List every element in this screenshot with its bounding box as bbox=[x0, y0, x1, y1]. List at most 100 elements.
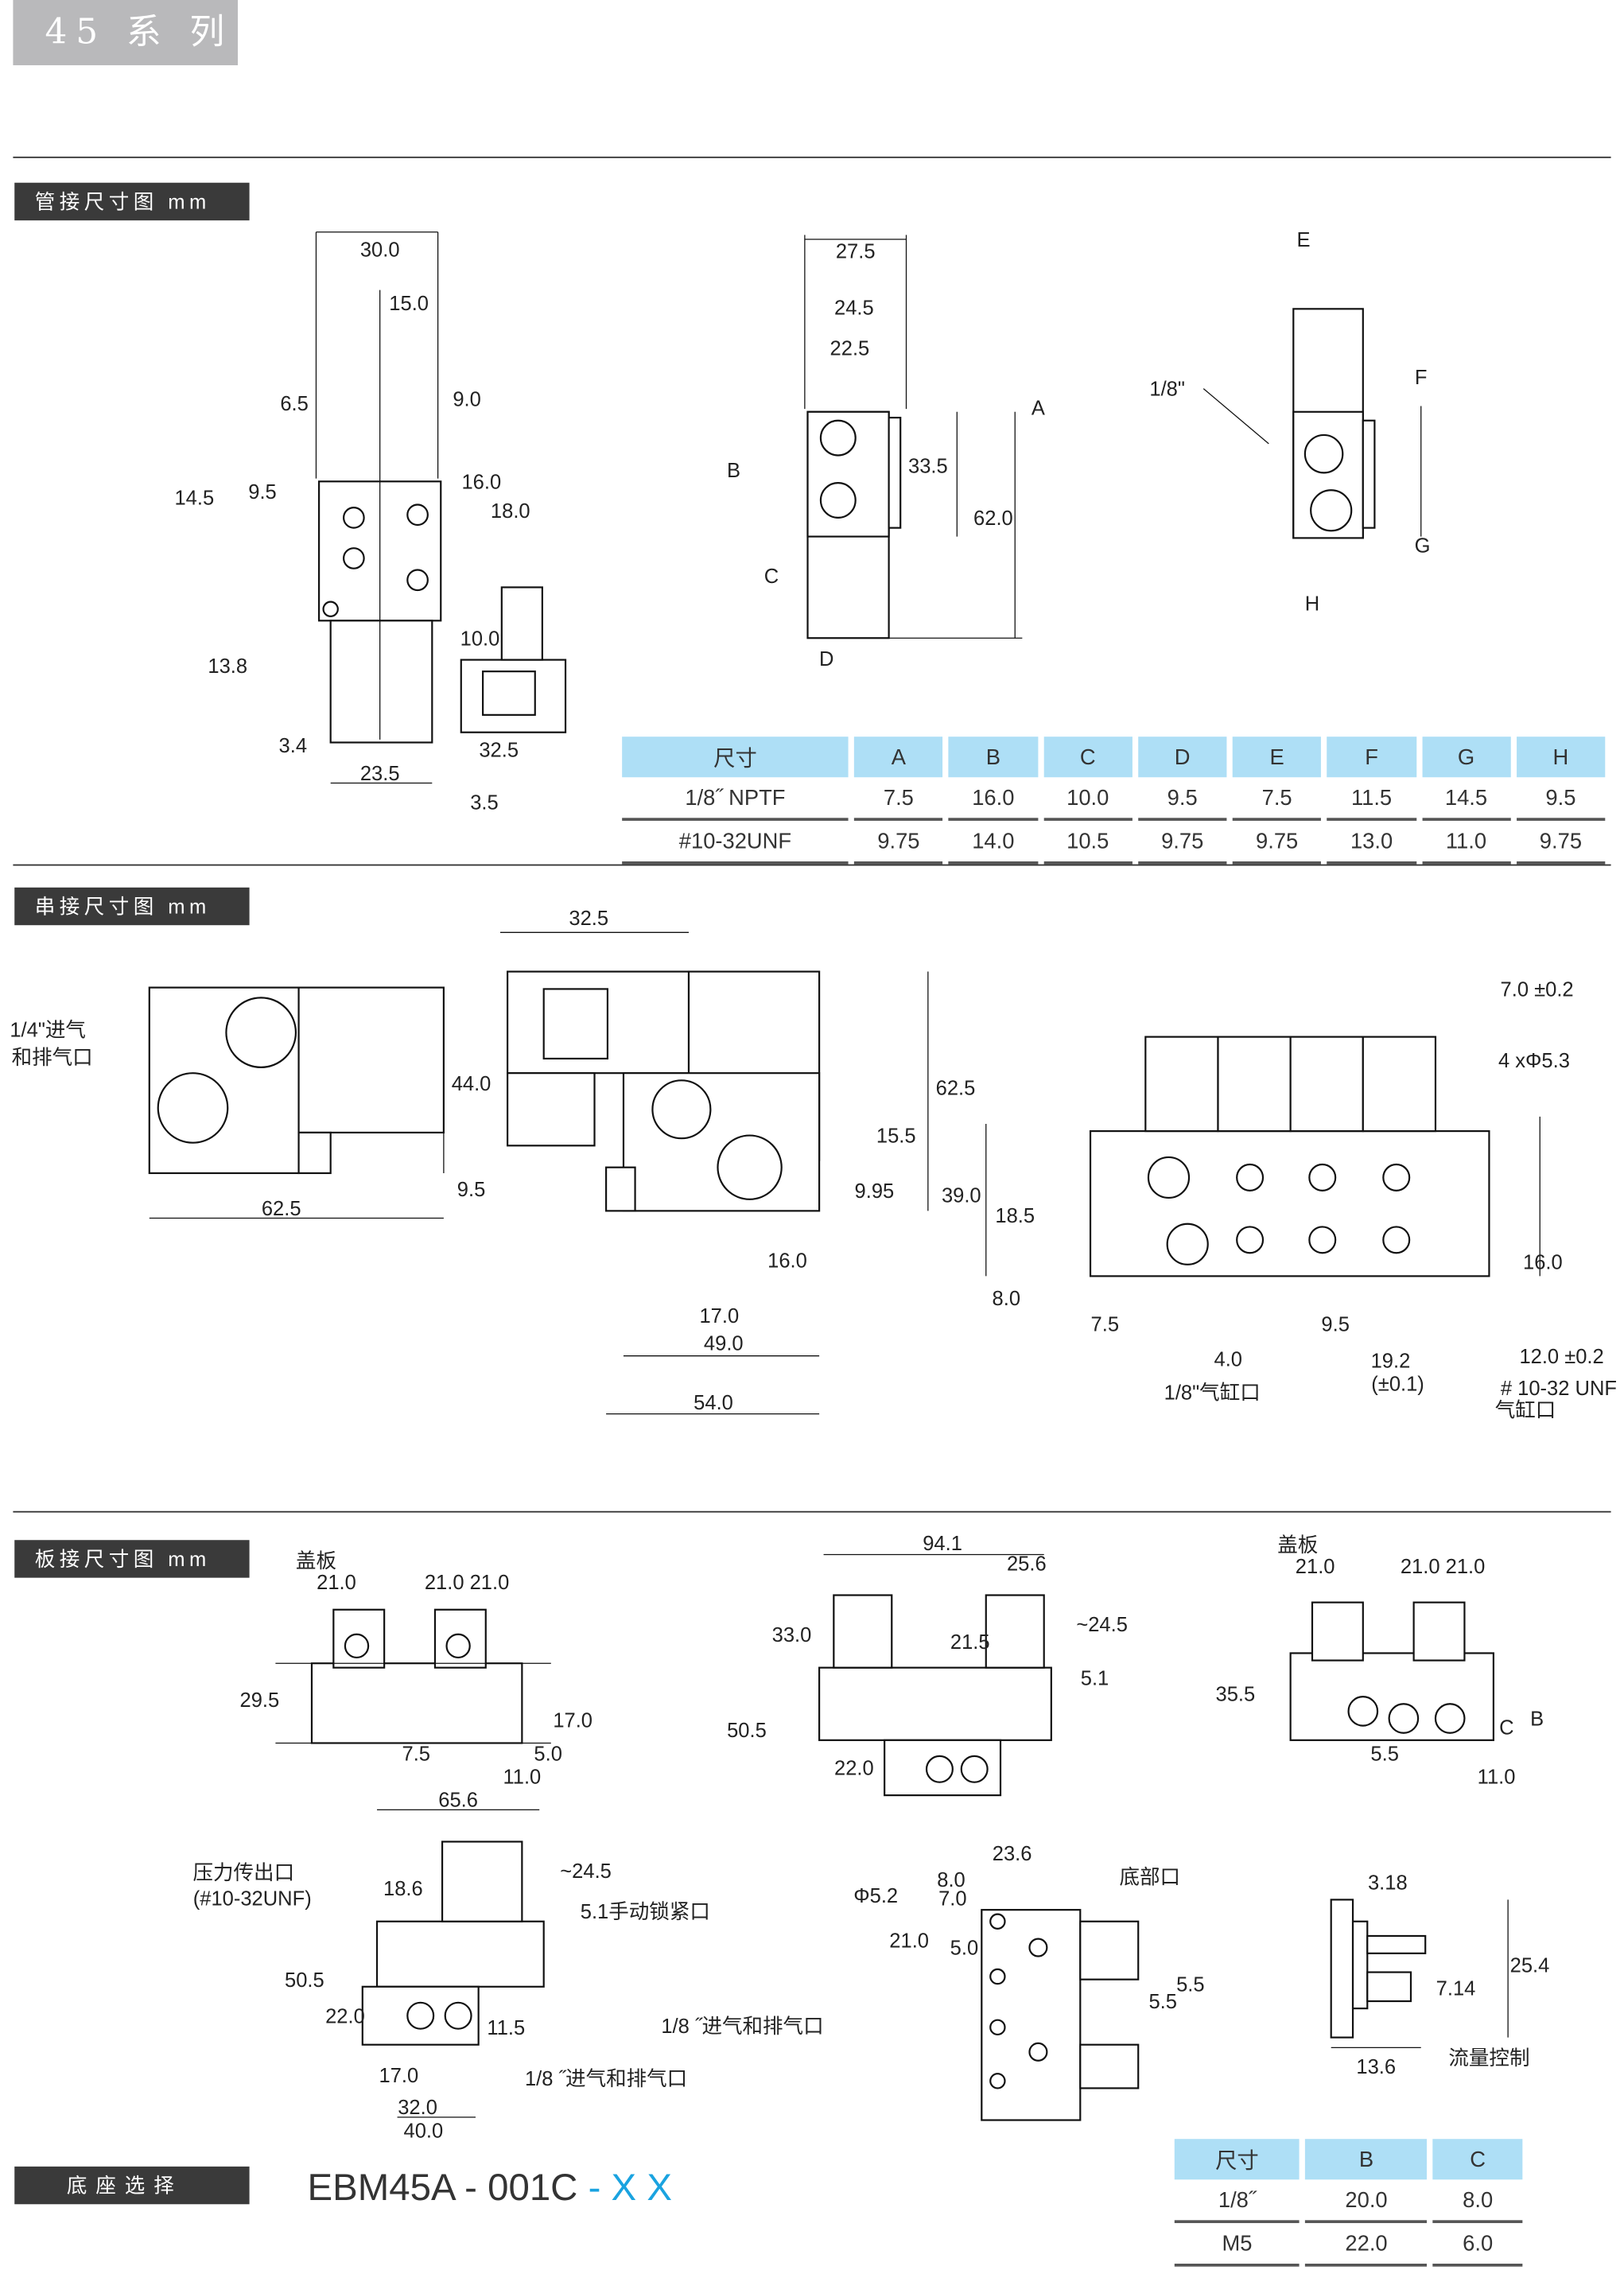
dimension-label: 62.5 bbox=[935, 1075, 976, 1099]
dimension-label: 5.1 bbox=[1080, 1666, 1109, 1690]
table-cell: 9.5 bbox=[1516, 777, 1606, 821]
dimension-label: 4 xΦ5.3 bbox=[1498, 1048, 1570, 1072]
dimension-label: 15.0 bbox=[389, 291, 429, 315]
table-header: G bbox=[1421, 737, 1511, 778]
dimension-label: 62.0 bbox=[973, 506, 1013, 530]
dimension-label: 30.0 bbox=[359, 238, 400, 262]
series-title: 45 系 列 bbox=[13, 0, 239, 66]
dimension-label: 5.1手动锁紧口 bbox=[580, 1899, 710, 1923]
dimension-label: 25.6 bbox=[1006, 1551, 1047, 1575]
table-cell: M5 bbox=[1174, 2223, 1300, 2267]
dimension-label: 16.0 bbox=[767, 1248, 807, 1272]
dimension-label: 盖板 bbox=[1277, 1533, 1319, 1557]
dimension-label: (#10-32UNF) bbox=[192, 1886, 312, 1911]
dimension-label: 5.0 bbox=[950, 1935, 979, 1960]
section-inline-dimensions: 串接尺寸图 mm bbox=[14, 887, 250, 926]
dimension-label: 17.0 bbox=[553, 1708, 593, 1732]
dimension-label: 1/8"气缸口 bbox=[1164, 1380, 1261, 1404]
dimension-label: 11.0 bbox=[1477, 1764, 1516, 1789]
table-cell: 9.5 bbox=[1137, 777, 1227, 821]
dimension-label: 7.5 bbox=[1090, 1312, 1120, 1336]
dimension-label: 33.5 bbox=[908, 453, 948, 477]
dimension-label: 5.5 bbox=[1176, 1972, 1205, 1996]
dimension-label: 15.5 bbox=[876, 1123, 916, 1148]
dimension-label: Φ5.2 bbox=[853, 1883, 899, 1907]
plate-view-bottom bbox=[981, 1909, 1140, 2121]
dimension-label: 29.5 bbox=[239, 1688, 280, 1712]
dimension-label: 7.5 bbox=[402, 1741, 431, 1765]
dimension-label: 19.2 bbox=[1370, 1348, 1411, 1372]
valve-front-view bbox=[315, 231, 567, 784]
dimension-label: 35.5 bbox=[1215, 1681, 1256, 1706]
dimension-label: A bbox=[1031, 395, 1045, 419]
dimension-label: 14.5 bbox=[174, 485, 215, 509]
dimension-label: 8.0 bbox=[937, 1868, 965, 1891]
dimension-label: 6.5 bbox=[280, 391, 309, 415]
dimension-label: 1/8 ˝进气和排气口 bbox=[661, 2014, 824, 2038]
table-header: A bbox=[854, 737, 943, 778]
dimension-label: 44.0 bbox=[451, 1071, 491, 1095]
dimension-label: 9.5 bbox=[248, 480, 277, 503]
dimension-label: 7.14 bbox=[1436, 1977, 1476, 2000]
table-cell: #10-32UNF bbox=[622, 821, 849, 865]
table-cell: 10.5 bbox=[1043, 821, 1133, 865]
table-cell: 7.5 bbox=[1232, 777, 1322, 821]
table-cell: 16.0 bbox=[948, 777, 1038, 821]
dimension-label: 40.0 bbox=[403, 2118, 444, 2142]
dimension-label: 50.5 bbox=[285, 1968, 324, 1992]
dimension-label: G bbox=[1414, 533, 1431, 558]
dimension-label: 21.5 bbox=[950, 1630, 990, 1654]
dimension-label: B bbox=[727, 458, 741, 482]
inline-side-view bbox=[500, 931, 929, 1415]
divider bbox=[13, 156, 1611, 158]
table-header: C bbox=[1433, 2139, 1523, 2180]
dimension-label: 25.4 bbox=[1509, 1953, 1550, 1977]
section-pipe-dimensions: 管接尺寸图 mm bbox=[14, 182, 250, 221]
dimension-label: 9.95 bbox=[854, 1179, 895, 1203]
dimension-label: 33.0 bbox=[771, 1623, 812, 1646]
dimension-label: 22.0 bbox=[325, 2004, 365, 2027]
dimension-label: B bbox=[1530, 1706, 1544, 1731]
dimension-label: 39.0 bbox=[941, 1183, 981, 1207]
dimension-label: 4.0 bbox=[1214, 1347, 1242, 1370]
dimension-label: 气缸口 bbox=[1494, 1397, 1556, 1421]
dimension-label: 17.0 bbox=[699, 1304, 740, 1327]
dimension-label: 3.18 bbox=[1367, 1870, 1408, 1895]
dimension-label: E bbox=[1296, 227, 1311, 251]
table-header: 尺寸 bbox=[1174, 2139, 1300, 2180]
dimension-label: 3.4 bbox=[278, 733, 308, 757]
table-header: 尺寸 bbox=[622, 737, 849, 778]
table-cell: 6.0 bbox=[1433, 2223, 1523, 2267]
dimension-label: 49.0 bbox=[703, 1331, 744, 1355]
dimension-label: (±0.1) bbox=[1371, 1371, 1424, 1395]
table-header: B bbox=[948, 737, 1038, 778]
table-header: D bbox=[1137, 737, 1227, 778]
dimension-label: 9.0 bbox=[453, 387, 481, 410]
dimension-label: 21.0 bbox=[317, 1570, 356, 1594]
dimension-label: 底部口 bbox=[1119, 1864, 1181, 1888]
table-header: C bbox=[1043, 737, 1133, 778]
dimension-label: 94.1 bbox=[923, 1531, 962, 1555]
dimension-label: 21.0 21.0 bbox=[424, 1570, 510, 1594]
table-cell: 9.75 bbox=[1137, 821, 1227, 865]
section-plate-dimensions: 板接尺寸图 mm bbox=[14, 1540, 250, 1578]
dimension-label: 21.0 bbox=[889, 1928, 929, 1953]
dimension-label: 压力传出口 bbox=[192, 1860, 295, 1884]
table-header: E bbox=[1232, 737, 1322, 778]
dimension-label: 7.0 bbox=[938, 1886, 967, 1911]
dimension-label: 1/8 ˝进气和排气口 bbox=[524, 2066, 688, 2090]
table-cell: 8.0 bbox=[1433, 2179, 1523, 2223]
dimension-label: ~24.5 bbox=[560, 1859, 612, 1883]
dimension-label: H bbox=[1304, 591, 1320, 616]
dimension-label: 16.0 bbox=[1523, 1250, 1563, 1273]
dimension-label: 5.5 bbox=[1148, 1989, 1177, 2013]
table-header: B bbox=[1305, 2139, 1428, 2180]
dimension-label: 5.0 bbox=[534, 1741, 562, 1765]
